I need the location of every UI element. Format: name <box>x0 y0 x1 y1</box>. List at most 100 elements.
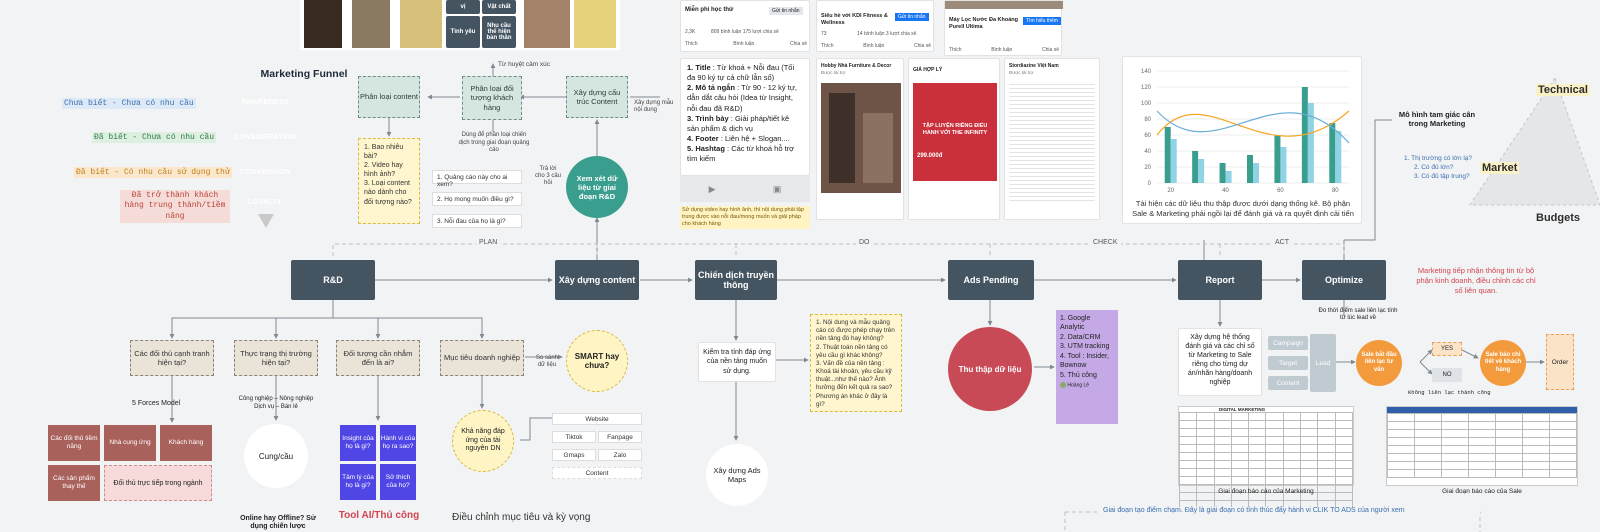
table-cell <box>1196 420 1215 429</box>
xay-dung-content-node[interactable]: Xây dựng content <box>555 260 639 300</box>
table-cell <box>1300 428 1319 437</box>
like-button[interactable]: Thích <box>821 43 834 49</box>
rd-node[interactable]: R&D <box>291 260 375 300</box>
ad-cta-button[interactable]: Tìm hiểu thêm <box>1023 17 1061 25</box>
like-button[interactable]: Thích <box>949 47 962 53</box>
xay-dung-he-thong-node[interactable]: Xây dựng hệ thống đánh giá và các chỉ số… <box>1178 328 1262 396</box>
ads-pending-node[interactable]: Ads Pending <box>948 260 1034 300</box>
funnel-stage-label: CONVERSION <box>239 166 291 176</box>
phan-loai-content-node[interactable]: Phân loại content <box>358 76 420 118</box>
share-button[interactable]: Chia sẻ <box>1042 47 1059 53</box>
report-node[interactable]: Report <box>1178 260 1262 300</box>
table-cell <box>1549 469 1577 478</box>
thuc-trang-node[interactable]: Thực trạng thị trường hiện tại? <box>234 340 318 376</box>
optimize-node[interactable]: Optimize <box>1302 260 1386 300</box>
lead-node[interactable]: Lead <box>1310 334 1336 392</box>
table-cell <box>1230 468 1250 477</box>
funnel-stage-label: AWARENESS <box>241 96 289 106</box>
table-cell <box>1265 452 1284 461</box>
xem-xet-rd-node[interactable]: Xem xét dữ liệu từ giai đoạn R&D <box>566 156 628 218</box>
table-cell <box>1213 452 1232 461</box>
like-button[interactable]: Thích <box>685 41 698 47</box>
table-cell <box>1265 412 1284 421</box>
template-item: 2. Mô tả ngắn : Từ 90 - 12 ký tự, dẫn dắ… <box>687 83 797 113</box>
force-box-direct: Đối thủ trực tiếp trong ngành <box>104 465 212 501</box>
cung-cau-node[interactable]: Cung/cầu <box>244 424 308 488</box>
table-cell <box>1300 420 1319 429</box>
comment-button[interactable]: Bình luận <box>733 41 755 47</box>
chart-bar <box>1170 139 1177 183</box>
table-header: DIGITAL MARKETING <box>1219 407 1266 412</box>
image-icon[interactable]: ▣ <box>772 183 782 194</box>
audience-box: Insight của họ là gì? <box>340 425 376 461</box>
table-cell <box>1213 460 1232 469</box>
table-cell <box>1230 452 1250 461</box>
table-cell <box>1282 436 1302 445</box>
table-cell <box>1334 452 1354 461</box>
need-vat-chat: Vật chất <box>482 0 516 14</box>
ad-card-1: Miễn phí học thử Gửi tin nhắn 2,3K 809 b… <box>680 0 810 52</box>
report-table-grid <box>1387 413 1577 478</box>
doi-thu-node[interactable]: Các đối thủ cạnh tranh hiện tại? <box>130 340 214 376</box>
table-cell <box>1282 468 1302 477</box>
table-cell <box>1522 461 1550 470</box>
table-cell <box>1441 445 1469 454</box>
table-cell <box>1549 461 1577 470</box>
share-button[interactable]: Chia sẻ <box>790 41 807 47</box>
ad-cta-button[interactable]: Gửi tin nhắn <box>769 7 803 15</box>
phan-loai-doi-tuong-node[interactable]: Phân loại đối tượng khách hàng <box>462 76 522 120</box>
ad-card-sub: Được tài trợ <box>821 70 846 75</box>
chart-bar <box>1225 171 1232 183</box>
ads-maps-node[interactable]: Xây dựng Ads Maps <box>706 444 768 506</box>
xay-dung-cau-truc-node[interactable]: Xây dựng cấu trúc Content <box>566 76 628 118</box>
sale-bat-dau-node[interactable]: Sale bắt đầu liên lạc tư vấn <box>1356 340 1402 386</box>
comment-button[interactable]: Bình luận <box>991 47 1013 53</box>
y-tick-label: 120 <box>1141 85 1152 91</box>
table-cell <box>1468 429 1496 438</box>
x-tick-label: 60 <box>1277 188 1284 194</box>
khong-lien-lac-label: Không liên lạc thành công <box>1408 389 1491 396</box>
x-tick-label: 40 <box>1222 188 1229 194</box>
table-cell <box>1387 421 1415 430</box>
muc-tieu-node[interactable]: Mục tiêu doanh nghiệp <box>440 340 524 376</box>
table-cell <box>1495 429 1523 438</box>
question-box-3: 3. Nỗi đau của họ là gì? <box>432 214 522 228</box>
doi-tuong-node[interactable]: Đối tượng cần nhắm đến là ai? <box>336 340 420 376</box>
marketing-report-caption: Giai đoạn báo cáo của Marketing <box>1218 488 1314 495</box>
table-cell <box>1317 468 1336 477</box>
kha-nang-node[interactable]: Khả năng đáp ứng của tài nguyên DN <box>452 410 514 472</box>
table-header-bar <box>1387 407 1577 413</box>
chart-bar <box>1329 123 1336 183</box>
ad-card-gym: TẬP LUYỆN RIÊNG ĐIỂU HANH VỚI THE INFINI… <box>908 58 1000 220</box>
table-row <box>1387 429 1577 438</box>
order-node[interactable]: Order <box>1546 334 1574 390</box>
chien-dich-node[interactable]: Chiến dịch truyền thông <box>695 260 777 300</box>
smart-node[interactable]: SMART hay chưa? <box>566 330 628 392</box>
table-cell <box>1334 444 1354 453</box>
share-button[interactable]: Chia sẻ <box>914 43 931 49</box>
thu-thap-node[interactable]: Thu thập dữ liệu <box>948 327 1032 411</box>
sale-bao-node[interactable]: Sale báo chi tiết về khách hàng <box>1480 340 1526 386</box>
table-cell <box>1441 429 1469 438</box>
table-cell <box>1495 461 1523 470</box>
table-cell <box>1334 412 1354 421</box>
sale-report-table <box>1386 406 1578 486</box>
triangle-questions: 1. Thị trường có lớn lạ? 2. Có đủ lớn? 3… <box>1404 155 1472 181</box>
table-cell <box>1441 437 1469 446</box>
ad-cta-button[interactable]: Gửi tin nhắn <box>895 13 929 21</box>
table-cell <box>1334 428 1354 437</box>
tracking-tools-box: 1. Google Analytic 2. Data/CRM 3. UTM tr… <box>1056 310 1118 424</box>
trend-line <box>1156 110 1350 144</box>
table-row <box>1178 452 1354 461</box>
chart-bar <box>1192 151 1199 183</box>
ad-card-text-block <box>1009 81 1095 201</box>
kiem-tra-node[interactable]: Kiểm tra tính đáp ứng của nền tảng muốn … <box>698 342 776 382</box>
table-cell <box>1414 413 1442 422</box>
tool-item: 3. UTM tracking <box>1060 343 1110 351</box>
table-cell <box>1468 437 1496 446</box>
table-row <box>1178 444 1354 453</box>
play-icon[interactable]: ▶ <box>708 183 716 194</box>
comment-button[interactable]: Bình luận <box>863 43 885 49</box>
